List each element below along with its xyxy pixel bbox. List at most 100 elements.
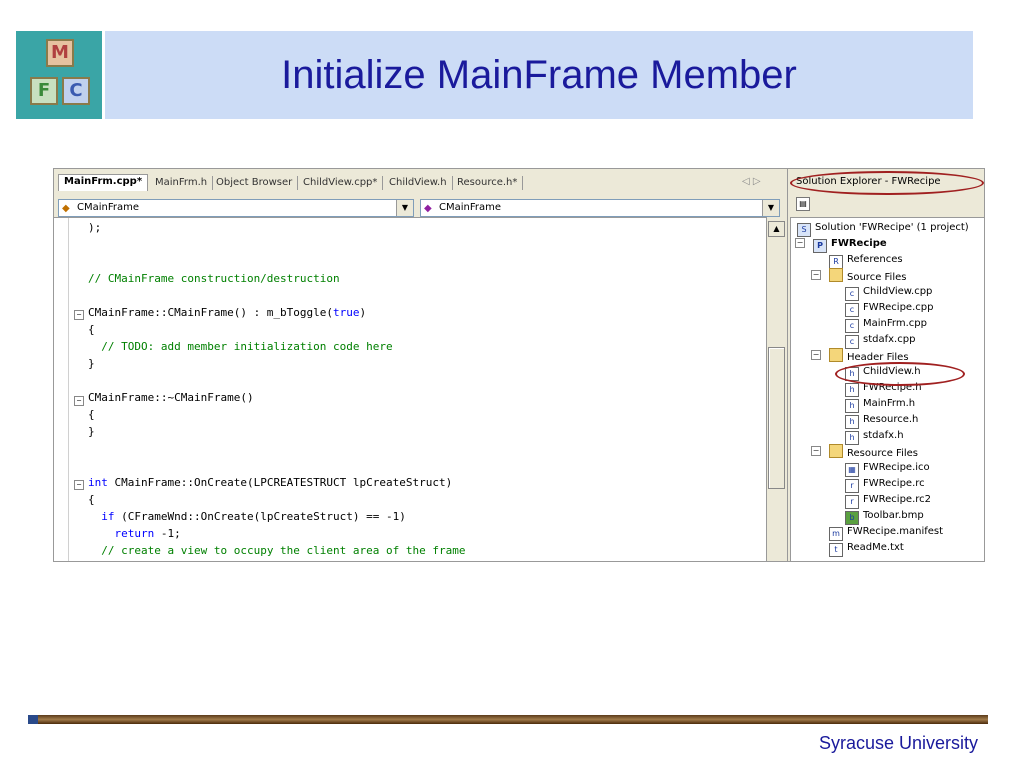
- tree-item[interactable]: c stdafx.cpp: [845, 332, 916, 349]
- tab-childview-cpp[interactable]: ChildView.cpp*: [298, 176, 384, 190]
- tree-item[interactable]: c FWRecipe.cpp: [845, 300, 934, 317]
- chevron-down-icon[interactable]: ▼: [762, 200, 779, 216]
- collapse-icon[interactable]: −: [811, 446, 821, 456]
- collapse-icon[interactable]: −: [795, 238, 805, 248]
- code-post: ): [359, 306, 367, 319]
- tree-item-label: stdafx.h: [863, 430, 904, 441]
- header-file-icon: h: [845, 415, 859, 429]
- tab-mainfrm-cpp[interactable]: MainFrm.cpp*: [58, 174, 149, 191]
- slide-title: Initialize MainFrame Member: [281, 53, 797, 97]
- code-pre: {: [88, 323, 95, 336]
- header-file-icon: h: [845, 431, 859, 445]
- solution-icon: S: [797, 223, 811, 237]
- scrollbar-thumb[interactable]: [768, 347, 785, 489]
- tree-item-label: ChildView.cpp: [863, 286, 933, 297]
- tree-item-label: Header Files: [847, 352, 909, 363]
- chevron-down-icon[interactable]: ▼: [396, 200, 413, 216]
- code-line: }: [88, 424, 95, 440]
- code-editor[interactable]: );// CMainFrame construction/destruction…: [54, 217, 766, 561]
- code-pre: {: [88, 493, 95, 506]
- code-pre: CMainFrame::CMainFrame() : m_bToggle(: [88, 306, 334, 319]
- tree-item-label: Solution 'FWRecipe' (1 project): [815, 222, 969, 233]
- footer-rule-accent: [28, 715, 38, 724]
- highlight-oval: [835, 362, 965, 386]
- tree-item[interactable]: Source Files: [829, 268, 906, 284]
- member-combo-value: CMainFrame: [439, 202, 502, 213]
- collapse-icon[interactable]: −: [811, 270, 821, 280]
- tree-item-label: Resource.h: [863, 414, 919, 425]
- logo-block-c: C: [62, 77, 90, 105]
- tree-item-label: ReadMe.txt: [847, 542, 904, 553]
- code-pre: [88, 510, 101, 523]
- code-pre: }: [88, 425, 95, 438]
- logo-block-f: F: [30, 77, 58, 105]
- tab-scroll-arrows-icon[interactable]: ◁ ▷: [742, 176, 761, 187]
- scroll-up-icon[interactable]: ▲: [768, 221, 785, 237]
- ico-file-icon: ▦: [845, 463, 859, 477]
- tab-childview-h[interactable]: ChildView.h: [384, 176, 453, 190]
- code-pre: [88, 544, 101, 557]
- tree-item-label: FWRecipe.cpp: [863, 302, 934, 313]
- properties-icon[interactable]: ▤: [796, 197, 810, 211]
- tree-item-label: Resource Files: [847, 448, 918, 459]
- tree-item[interactable]: S Solution 'FWRecipe' (1 project): [797, 220, 969, 237]
- tab-object-browser[interactable]: Object Browser: [211, 176, 299, 190]
- fold-toggle-icon[interactable]: −: [74, 310, 84, 320]
- code-line: // TODO: add member initialization code …: [88, 339, 392, 355]
- code-pre: [88, 527, 115, 540]
- code-pre: );: [88, 221, 102, 234]
- project-icon: P: [813, 239, 827, 253]
- code-line: {: [88, 407, 95, 423]
- editor-scrollbar[interactable]: ▲: [766, 217, 785, 561]
- tree-item[interactable]: ▦ FWRecipe.ico: [845, 460, 930, 477]
- fold-toggle-icon[interactable]: −: [74, 396, 84, 406]
- ide-screenshot: MainFrm.cpp* MainFrm.h Object Browser Ch…: [53, 168, 985, 562]
- tree-item[interactable]: h stdafx.h: [845, 428, 904, 445]
- tree-item-label: FWRecipe.ico: [863, 462, 930, 473]
- fold-toggle-icon[interactable]: −: [74, 480, 84, 490]
- editor-tab-strip: MainFrm.cpp* MainFrm.h Object Browser Ch…: [54, 169, 790, 197]
- rc-file-icon: r: [845, 479, 859, 493]
- code-kw: return: [114, 527, 155, 540]
- code-pre: [88, 340, 101, 353]
- tree-item[interactable]: c ChildView.cpp: [845, 284, 933, 301]
- collapse-icon[interactable]: −: [811, 350, 821, 360]
- tree-item[interactable]: Resource Files: [829, 444, 918, 460]
- title-banner: [105, 31, 973, 119]
- code-cm: // create a view to occupy the client ar…: [101, 544, 466, 557]
- footer-text: Syracuse University: [818, 733, 978, 753]
- code-post: (CFrameWnd::OnCreate(lpCreateStruct) == …: [114, 510, 406, 523]
- code-line: {: [88, 492, 95, 508]
- member-combo[interactable]: ◆ CMainFrame ▼: [420, 199, 780, 217]
- code-line: }: [88, 356, 95, 372]
- cpp-file-icon: c: [845, 287, 859, 301]
- class-combo[interactable]: ◆ CMainFrame ▼: [58, 199, 414, 217]
- cpp-file-icon: c: [845, 335, 859, 349]
- tab-resource-h[interactable]: Resource.h*: [452, 176, 524, 190]
- editor-gutter: [54, 218, 69, 561]
- folder-icon: [829, 348, 843, 362]
- code-line: return -1;: [88, 526, 181, 542]
- tree-item[interactable]: h Resource.h: [845, 412, 919, 429]
- tree-item-label: MainFrm.h: [863, 398, 916, 409]
- code-line: CMainFrame::~CMainFrame(): [88, 390, 254, 406]
- code-kw: true: [333, 306, 360, 319]
- footer-rule: [28, 715, 988, 724]
- cpp-file-icon: c: [845, 303, 859, 317]
- tree-item-label: stdafx.cpp: [863, 334, 916, 345]
- code-post: CMainFrame::OnCreate(LPCREATESTRUCT lpCr…: [107, 476, 453, 489]
- tab-mainfrm-h[interactable]: MainFrm.h: [150, 176, 214, 190]
- header-file-icon: h: [845, 383, 859, 397]
- tree-item[interactable]: Header Files: [829, 348, 909, 364]
